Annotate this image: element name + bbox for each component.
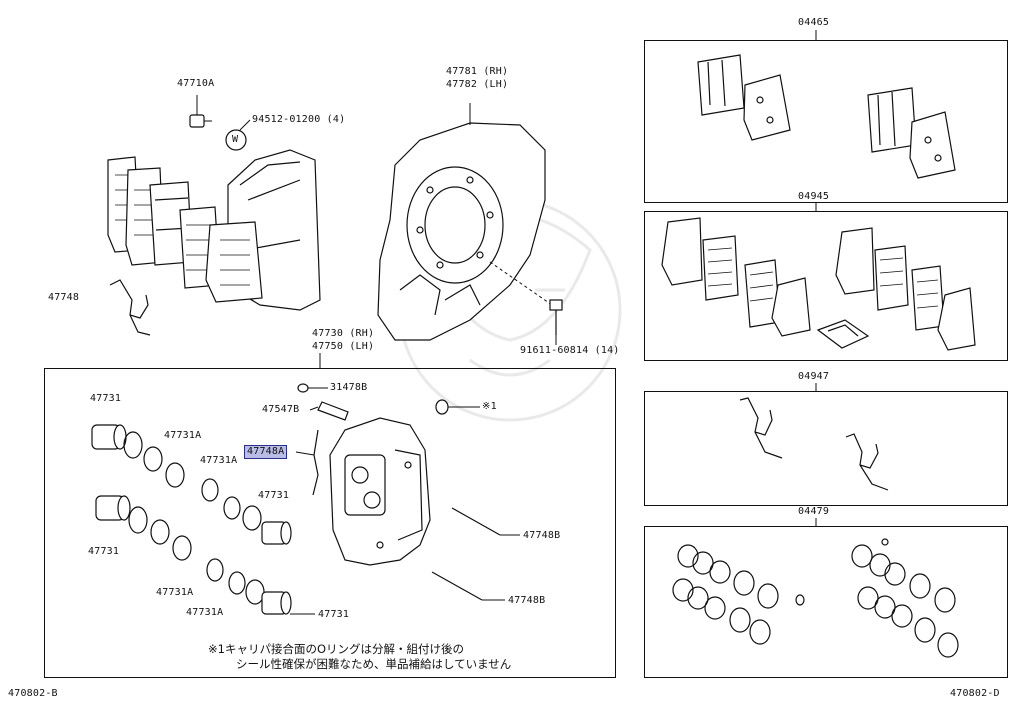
dust-shield-drawing [377, 103, 563, 345]
kit-box-04465 [644, 40, 1008, 203]
part-label-47731-d[interactable]: 47731 [318, 609, 350, 620]
note-line-1: ※1キャリパ接合面のOリングは分解・組付け後の [208, 642, 465, 656]
part-label-47731A-b[interactable]: 47731A [200, 455, 238, 466]
part-label-91611[interactable]: 91611-60814 (14) [520, 345, 620, 356]
footer-code-right: 470802-D [950, 688, 1000, 699]
note-line-2: シール性確保が困難なため、単品補給はしていません [236, 657, 512, 671]
part-label-47782[interactable]: 47782 (LH) [446, 79, 509, 90]
part-label-47547B[interactable]: 47547B [262, 404, 300, 415]
part-label-47731-a[interactable]: 47731 [90, 393, 122, 404]
part-label-47731A-a[interactable]: 47731A [164, 430, 202, 441]
kit-box-04479 [644, 526, 1008, 678]
seal-kit-drawing [672, 538, 959, 658]
part-label-47710A[interactable]: 47710A [177, 78, 215, 89]
right-panel-drawing [661, 30, 976, 658]
part-label-47748B-b[interactable]: 47748B [508, 595, 546, 606]
part-label-note1-ref[interactable]: ※1 [482, 401, 497, 412]
part-label-47731-c[interactable]: 47731 [88, 546, 120, 557]
part-label-04479[interactable]: 04479 [798, 506, 830, 517]
part-label-04947[interactable]: 04947 [798, 371, 830, 382]
footer-code-left: 470802-B [8, 688, 58, 699]
part-label-04945[interactable]: 04945 [798, 191, 830, 202]
part-label-31478B[interactable]: 31478B [330, 382, 368, 393]
washer-mark: W [232, 134, 239, 145]
part-label-94512[interactable]: 94512-01200 (4) [252, 114, 346, 125]
part-label-47730[interactable]: 47730 (RH) [312, 328, 375, 339]
part-label-47781[interactable]: 47781 (RH) [446, 66, 509, 77]
caliper-assembly-box [44, 368, 616, 678]
part-label-47750[interactable]: 47750 (LH) [312, 341, 375, 352]
part-label-47731A-d[interactable]: 47731A [186, 607, 224, 618]
part-label-47748B-a[interactable]: 47748B [523, 530, 561, 541]
part-label-47748A[interactable]: 47748A [244, 445, 288, 459]
part-label-47731A-c[interactable]: 47731A [156, 587, 194, 598]
part-label-47748-top[interactable]: 47748 [48, 292, 80, 303]
part-label-47731-b[interactable]: 47731 [258, 490, 290, 501]
brake-pad-assembly-drawing [107, 95, 321, 336]
caliper-box-drawing [91, 353, 520, 615]
kit-box-04945 [644, 211, 1008, 361]
part-label-04465[interactable]: 04465 [798, 17, 830, 28]
kit-box-04947 [644, 391, 1008, 506]
